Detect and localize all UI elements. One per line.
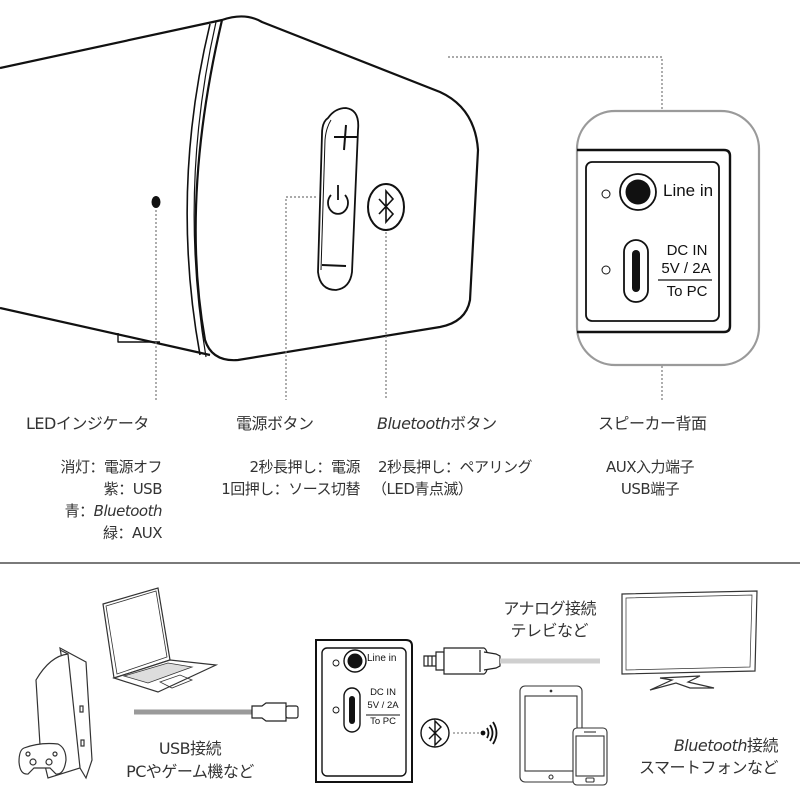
led-state-list: 消灯：電源オフ 紫：USB 青：Bluetooth 緑：AUX (40, 456, 162, 544)
aux-plug-icon (423, 647, 501, 675)
volume-down-icon[interactable] (321, 264, 347, 267)
game-controller-icon (18, 742, 67, 775)
bottom-back-panel (315, 639, 413, 783)
analog-label-line: テレビなど (510, 621, 588, 640)
section-divider (0, 562, 800, 564)
bluetooth-button-icon[interactable] (367, 183, 405, 231)
tv-icon (621, 590, 758, 691)
led-state-blue: 青：Bluetooth (64, 502, 163, 520)
laptop-icon (102, 587, 219, 693)
rating-label: 5V / 2A (661, 260, 711, 277)
line-in-label: Line in (663, 181, 714, 200)
led-state-green: 緑：AUX (102, 524, 163, 542)
speaker-back-heading: スピーカー背面 (598, 414, 707, 433)
game-console-icon (35, 646, 93, 780)
bluetooth-connection-icon (420, 718, 450, 748)
bottom-line-in-jack (347, 653, 363, 669)
speaker-body (0, 15, 480, 362)
bluetooth-button-description: 2秒長押し：ペアリング （LED青点滅） (372, 456, 533, 500)
bottom-rating-label: 5V / 2A (367, 700, 399, 711)
back-panel-callout (575, 109, 761, 367)
line-in-jack (625, 179, 651, 205)
bt-label-line: Bluetooth接続 (673, 736, 779, 755)
bluetooth-button-heading: Bluetoothボタン (377, 413, 497, 435)
power-desc-line: 2秒長押し：電源 (249, 458, 360, 476)
back-desc-line: USB端子 (620, 480, 680, 498)
power-button-heading: 電源ボタン (236, 414, 314, 433)
speaker-illustration (0, 15, 761, 400)
usb-c-port (632, 250, 640, 292)
to-pc-label: To PC (666, 283, 708, 300)
bottom-to-pc-label: To PC (370, 716, 396, 727)
bluetooth-desc-line: 2秒長押し：ペアリング (378, 458, 533, 476)
power-desc-line: 1回押し：ソース切替 (221, 480, 360, 498)
usb-c-plug-icon (251, 702, 299, 722)
usb-label-line: PCやゲーム機など (126, 762, 254, 781)
bluetooth-word: Bluetooth (377, 414, 451, 433)
analog-label-line: アナログ接続 (503, 599, 596, 618)
usb-connection-label: USB接続 PCやゲーム機など (120, 737, 260, 783)
bottom-usb-c-port (349, 696, 355, 724)
led-indicator-dot (151, 196, 161, 208)
wireless-signal-icon (480, 721, 498, 745)
connection-illustration (18, 587, 758, 786)
led-state-purple: 紫：USB (103, 480, 163, 498)
button-suffix: ボタン (450, 414, 497, 433)
bottom-line-in-label: Line in (367, 653, 397, 664)
speaker-back-description: AUX入力端子 USB端子 (590, 456, 710, 500)
volume-up-icon[interactable] (334, 124, 358, 151)
led-state-off: 消灯：電源オフ (60, 458, 162, 476)
bt-label-line: スマートフォンなど (638, 758, 779, 777)
bluetooth-desc-line: （LED青点滅） (372, 480, 473, 498)
dc-in-label: DC IN (666, 242, 708, 259)
power-icon[interactable] (327, 185, 349, 215)
bottom-dc-in-label: DC IN (370, 687, 396, 698)
analog-connection-label: アナログ接続 テレビなど (470, 598, 596, 642)
smartphone-icon (572, 727, 608, 786)
usb-label-line: USB接続 (158, 739, 222, 758)
led-indicator-heading: LEDインジケータ (26, 414, 149, 433)
bluetooth-connection-label: Bluetooth接続 スマートフォンなど (612, 735, 779, 779)
power-button-description: 2秒長押し：電源 1回押し：ソース切替 (190, 456, 360, 500)
back-desc-line: AUX入力端子 (605, 458, 695, 476)
